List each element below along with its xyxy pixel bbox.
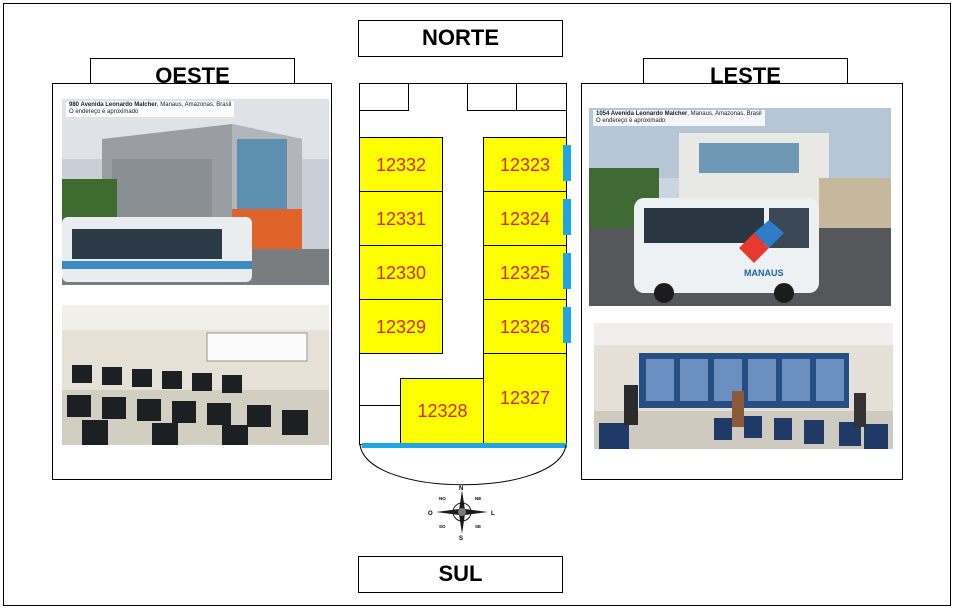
- room-12332-label: 12332: [375, 155, 427, 175]
- room-12328-label: 12328: [417, 401, 468, 421]
- west-street-image: [62, 99, 329, 285]
- bottom-curve: [359, 444, 567, 486]
- room-12323-label: 12323: [499, 155, 551, 175]
- west-caption-address: 980 Avenida Leonardo Malcher: [69, 102, 157, 108]
- east-street-caption: 1054 Avenida Leonardo Malcher, Manaus, A…: [593, 110, 765, 126]
- east-caption-note: O endereço é aproximado: [596, 118, 666, 124]
- compass-n: N: [459, 486, 463, 492]
- door-12323: [563, 145, 571, 181]
- label-south: SUL: [358, 556, 563, 593]
- compass-arrows: [436, 490, 488, 534]
- plan-top-cell-3: [516, 83, 567, 111]
- diagram-frame: [3, 3, 951, 606]
- east-street-photo: MANAUS 1054 Avenida Leonardo Malcher, Ma…: [589, 108, 891, 306]
- west-street-photo: 980 Avenida Leonardo Malcher, Manaus, Am…: [62, 99, 329, 285]
- compass-so: SO: [439, 524, 446, 529]
- east-classroom-photo: [594, 323, 893, 449]
- bottom-entrance-strip: [362, 443, 567, 448]
- east-caption-address: 1054 Avenida Leonardo Malcher: [596, 111, 688, 117]
- west-street-caption: 980 Avenida Leonardo Malcher, Manaus, Am…: [66, 101, 235, 117]
- west-classroom-image: [62, 305, 329, 445]
- room-12324[interactable]: 12324: [483, 191, 567, 246]
- room-12325[interactable]: 12325: [483, 245, 567, 300]
- east-classroom-image: [594, 323, 893, 449]
- plan-top-cell-1: [359, 83, 409, 111]
- door-12325: [563, 253, 571, 289]
- bus-brand-text: MANAUS: [744, 268, 784, 278]
- room-12329-label: 12329: [375, 317, 427, 337]
- room-12329[interactable]: 12329: [359, 299, 443, 354]
- compass-l: L: [491, 511, 495, 517]
- door-12324: [563, 199, 571, 235]
- west-classroom-photo: [62, 305, 329, 445]
- room-12331-label: 12331: [375, 209, 427, 229]
- room-12326-label: 12326: [499, 317, 551, 337]
- compass-rose: N S O L NO NE SO SE: [428, 486, 495, 540]
- west-caption-note: O endereço é aproximado: [69, 109, 139, 115]
- east-street-image: MANAUS: [589, 108, 891, 306]
- west-caption-city: , Manaus, Amazonas, Brasil: [156, 102, 232, 108]
- room-12326[interactable]: 12326: [483, 299, 567, 354]
- room-12332[interactable]: 12332: [359, 137, 443, 192]
- compass-ne: NE: [475, 496, 481, 501]
- compass-s: S: [459, 536, 463, 540]
- east-caption-city: , Manaus, Amazonas, Brasil: [687, 111, 762, 117]
- plan-top-wall: [359, 83, 567, 84]
- compass-no: NO: [439, 496, 446, 501]
- room-12327-label: 12327: [499, 388, 551, 408]
- compass-se: SE: [475, 524, 481, 529]
- room-12330[interactable]: 12330: [359, 245, 443, 300]
- room-12327[interactable]: 12327: [483, 353, 567, 445]
- compass-o: O: [428, 511, 433, 517]
- room-12331[interactable]: 12331: [359, 191, 443, 246]
- room-12323[interactable]: 12323: [483, 137, 567, 192]
- room-12324-label: 12324: [499, 209, 551, 229]
- room-12325-label: 12325: [499, 263, 551, 283]
- room-12330-label: 12330: [375, 263, 427, 283]
- door-12326: [563, 307, 571, 343]
- label-north: NORTE: [358, 20, 563, 57]
- plan-top-cell-2: [467, 83, 517, 111]
- plan-bottom-left-cell: [359, 405, 401, 445]
- room-12328[interactable]: 12328: [400, 378, 485, 445]
